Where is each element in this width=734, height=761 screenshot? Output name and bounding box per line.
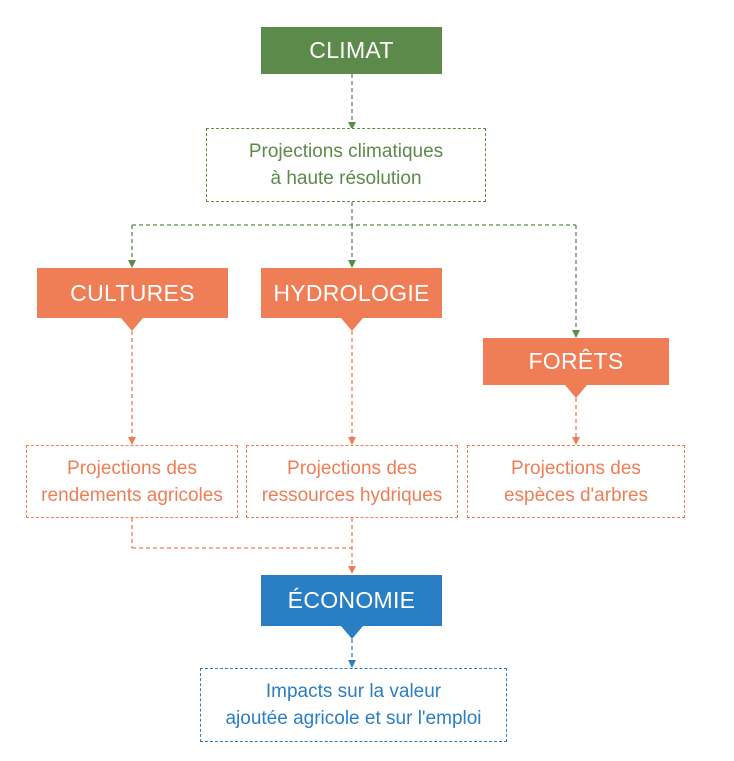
impacts-line2: ajoutée agricole et sur l'emploi: [225, 708, 482, 729]
climat-node: CLIMAT: [261, 27, 442, 74]
crop-projections-box: Projections des rendements agricoles: [26, 445, 238, 518]
water-projections-box: Projections des ressources hydriques: [246, 445, 458, 518]
tree-projections-line2: espèces d'arbres: [503, 484, 649, 506]
crop-projections-line1: Projections des: [67, 457, 197, 479]
forets-node: FORÊTS: [483, 338, 669, 385]
economie-tail: [341, 626, 363, 639]
cultures-label: CULTURES: [70, 279, 195, 306]
climate-projections-box: Projections climatiques à haute résoluti…: [206, 128, 486, 202]
economie-label: ÉCONOMIE: [287, 587, 416, 613]
tree-projections-line1: Projections des: [511, 457, 641, 479]
impacts-line1: Impacts sur la valeur: [265, 681, 442, 702]
water-projections-line1: Projections des: [287, 457, 417, 479]
climate-projections-line2: à haute résolution: [270, 168, 422, 189]
hydrologie-label: HYDROLOGIE: [273, 279, 430, 306]
climate-projections-line1: Projections climatiques: [248, 141, 444, 162]
tree-projections-box: Projections des espèces d'arbres: [467, 445, 685, 518]
hydrologie-tail: [341, 318, 363, 331]
cultures-tail: [121, 318, 143, 331]
crop-projections-line2: rendements agricoles: [41, 484, 223, 506]
forets-label: FORÊTS: [528, 348, 624, 374]
cultures-node: CULTURES: [37, 268, 228, 318]
impacts-box: Impacts sur la valeur ajoutée agricole e…: [200, 668, 507, 742]
forets-tail: [565, 385, 587, 398]
hydrologie-node: HYDROLOGIE: [261, 268, 442, 318]
climat-label: CLIMAT: [309, 37, 394, 63]
economie-node: ÉCONOMIE: [261, 575, 442, 626]
water-projections-line2: ressources hydriques: [261, 484, 443, 506]
